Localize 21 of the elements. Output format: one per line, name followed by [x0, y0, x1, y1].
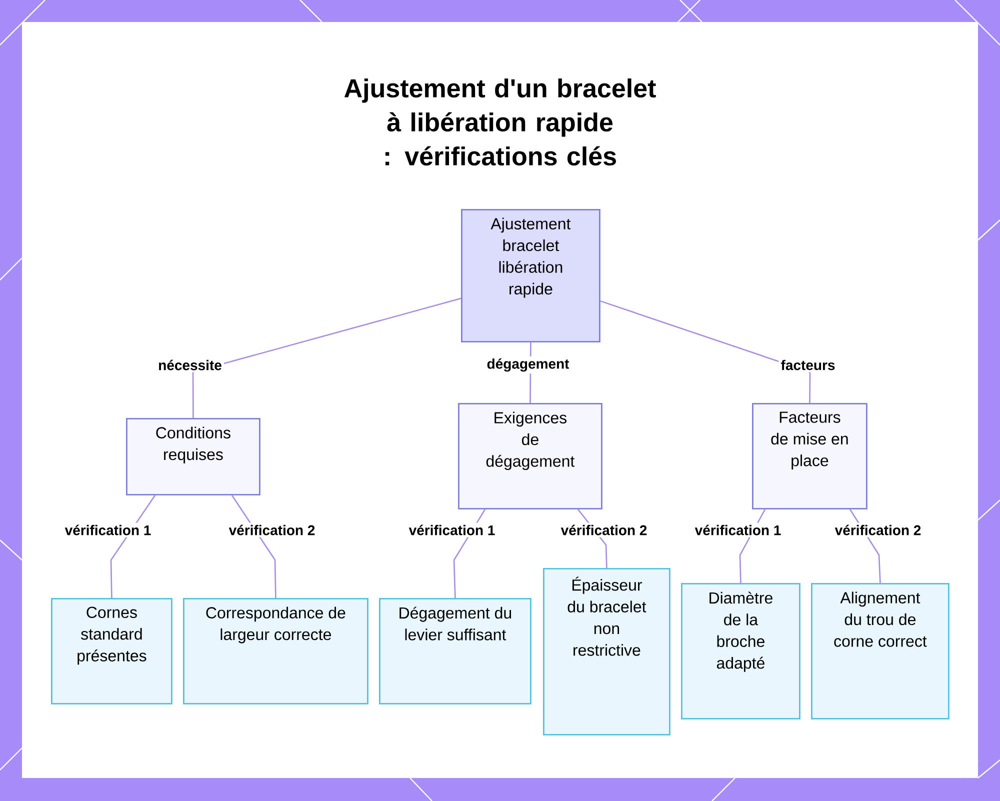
check-box: Épaisseur du bracelet non restrictive [543, 568, 670, 736]
check-box: Alignement du trou de corne correct [811, 583, 950, 720]
category-box: Exigences de dégagement [458, 403, 602, 510]
edge-label: vérification 1 [406, 522, 498, 538]
check-box: Dégagement du levier suffisant [379, 598, 532, 704]
category-box: Facteurs de mise en place [752, 403, 868, 510]
edge-label: vérification 1 [62, 522, 154, 538]
edge-label: nécessite [156, 358, 224, 372]
edge-label: vérification 2 [832, 522, 924, 538]
check-box: Diamètre de la broche adapté [681, 583, 800, 720]
check-box: Cornes standard présentes [51, 598, 172, 704]
edge-label: facteurs [778, 358, 838, 372]
connector-line [192, 298, 462, 418]
edge-label: dégagement [484, 356, 572, 374]
edge-label: vérification 2 [226, 522, 318, 538]
category-box: Conditions requises [126, 418, 260, 496]
topic-box: Ajustement bracelet libération rapide [461, 209, 600, 342]
edge-label: vérification 1 [692, 522, 784, 538]
check-box: Correspondance de largeur correcte [183, 598, 368, 704]
edge-label: vérification 2 [558, 522, 650, 538]
title: Ajustement d'un bracelet à libération rapide : vérifications clés [344, 78, 656, 166]
